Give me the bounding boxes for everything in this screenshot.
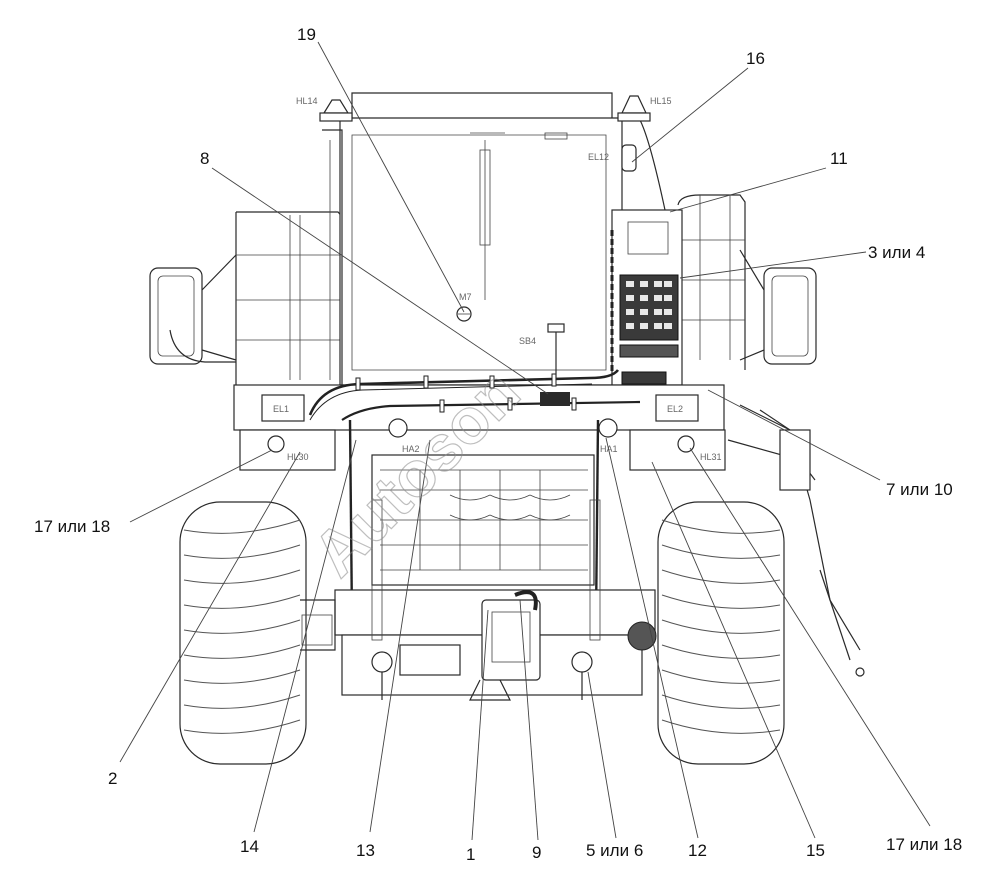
- callout-9: 9: [532, 843, 541, 862]
- callout-13: 13: [356, 841, 375, 860]
- part-label-el12: EL12: [588, 152, 609, 162]
- callout-7-or-10: 7 или 10: [886, 480, 953, 499]
- work-lamp-el12: [621, 144, 637, 172]
- sensor-left: [371, 651, 393, 673]
- callout-16: 16: [746, 49, 765, 68]
- beacon-right: [617, 95, 651, 122]
- horn-ha2: [388, 418, 408, 438]
- hydraulic-pump: [399, 590, 541, 701]
- part-label-el1: EL1: [273, 404, 289, 414]
- marker-lamp-hl30: [267, 435, 285, 453]
- horn-ha1: [598, 418, 618, 438]
- right-mirror: [739, 249, 817, 365]
- part-label-hl14: HL14: [296, 96, 318, 106]
- callout-19: 19: [297, 25, 316, 44]
- callout-17-or-18-right: 17 или 18: [886, 835, 962, 854]
- rear-body: [233, 384, 726, 471]
- wire-harness: [308, 323, 641, 621]
- sensor-right: [571, 651, 593, 673]
- callout-11: 11: [830, 149, 848, 168]
- rear-lamp-el2: [655, 394, 699, 422]
- part-label-hl30: HL30: [287, 452, 309, 462]
- right-tire: [627, 501, 785, 765]
- leader-lines: [119, 41, 931, 841]
- beacon-left: [319, 99, 353, 122]
- callout-17-or-18-left: 17 или 18: [34, 517, 110, 536]
- callout-14: 14: [240, 837, 259, 856]
- part-label-el2: EL2: [667, 404, 683, 414]
- callouts: 19 16 8 11 3 или 4 7 или 10 17 или 18 2 …: [34, 25, 962, 864]
- part-label-sb4: SB4: [519, 336, 536, 346]
- callout-2: 2: [108, 769, 117, 788]
- cab: [322, 92, 623, 386]
- right-handrail: [639, 119, 746, 370]
- part-label-hl31: HL31: [700, 452, 722, 462]
- callout-5-or-6: 5 или 6: [586, 841, 643, 860]
- part-label-hl15: HL15: [650, 96, 672, 106]
- rear-lamp-el1: [261, 394, 305, 422]
- callout-15: 15: [806, 841, 825, 860]
- callout-1: 1: [466, 845, 475, 864]
- left-mirror: [149, 254, 237, 365]
- callout-3-or-4: 3 или 4: [868, 243, 925, 262]
- callout-12: 12: [688, 841, 707, 860]
- fuse-relay-box: [610, 209, 683, 386]
- side-ladder: [727, 404, 865, 677]
- callout-8: 8: [200, 149, 209, 168]
- part-label-m7: M7: [459, 292, 472, 302]
- left-handrail: [169, 211, 346, 390]
- marker-lamp-hl31: [677, 435, 695, 453]
- part-label-ha2: HA2: [402, 444, 420, 454]
